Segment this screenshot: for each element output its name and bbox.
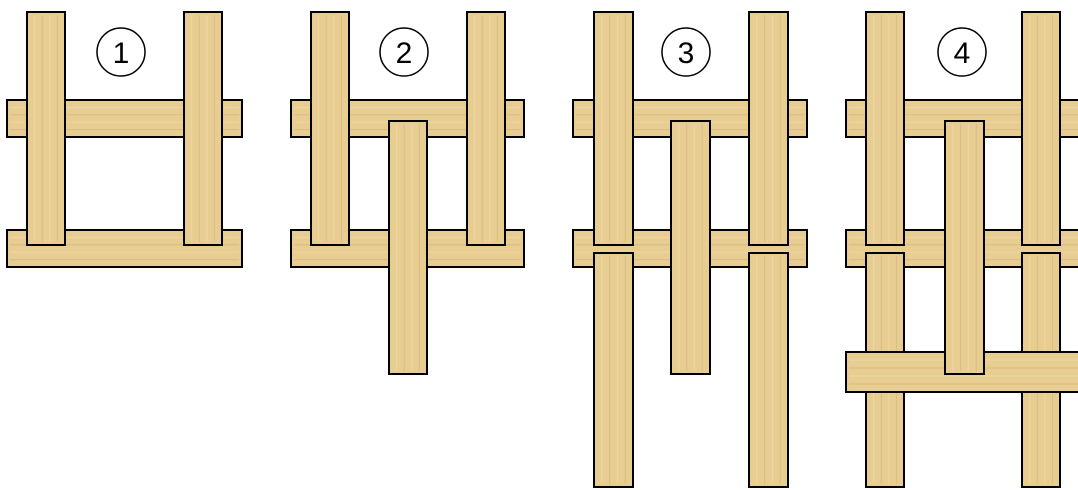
vertical-strip (594, 12, 633, 245)
vertical-strip (866, 12, 904, 245)
vertical-strip (749, 253, 788, 487)
step-number-badge: 1 (97, 28, 145, 76)
vertical-strip (184, 12, 222, 245)
step-number-badge: 2 (380, 28, 428, 76)
step-number-label: 2 (396, 37, 413, 70)
vertical-strip (594, 253, 633, 487)
vertical-strip (311, 12, 349, 245)
step-number-label: 1 (113, 37, 130, 70)
vertical-strip (1022, 12, 1060, 245)
vertical-strip (945, 121, 984, 374)
step-number-badge: 3 (662, 28, 710, 76)
vertical-strip (389, 121, 427, 374)
step-number-label: 4 (954, 37, 971, 70)
step-number-label: 3 (678, 37, 695, 70)
vertical-strip (671, 121, 710, 374)
step-number-badge: 4 (938, 28, 986, 76)
vertical-strip (27, 12, 65, 245)
vertical-strip (467, 12, 505, 245)
vertical-strip (749, 12, 788, 245)
